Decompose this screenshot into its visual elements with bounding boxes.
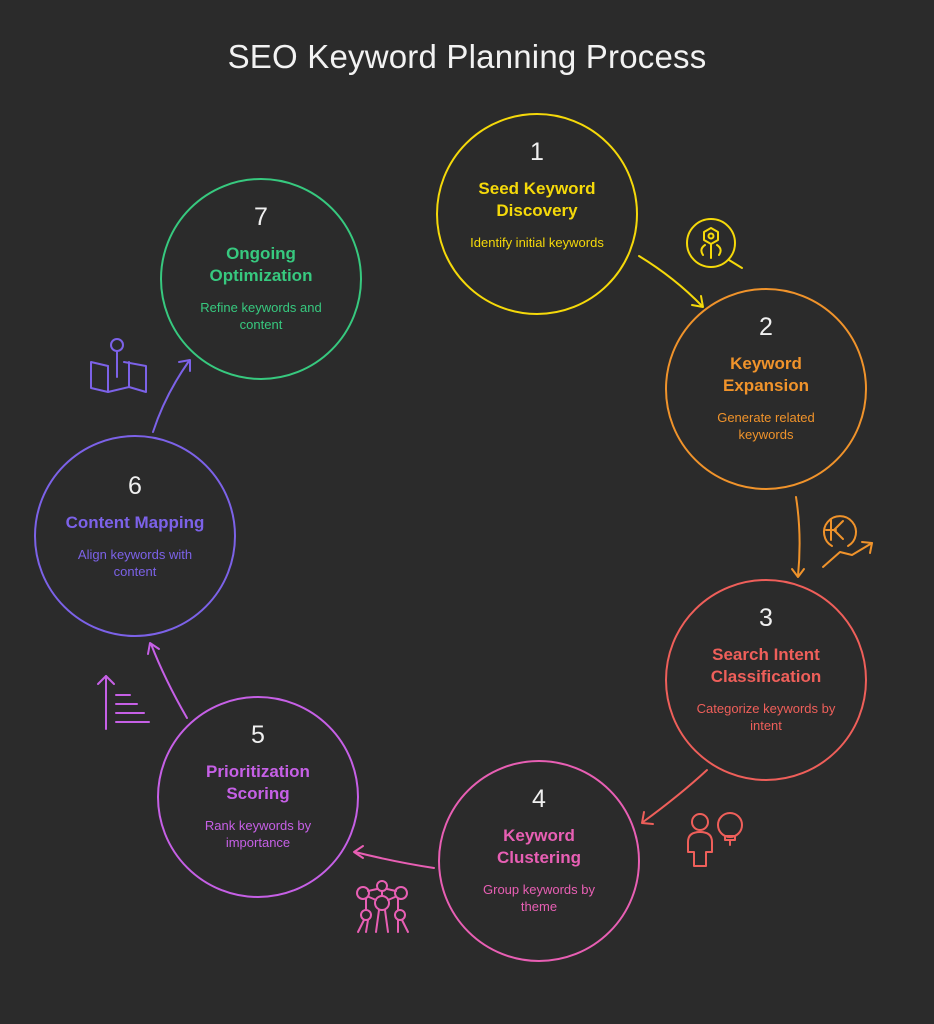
step-5-description: Rank keywords by importance [204, 818, 312, 850]
arrow-1-to-2 [638, 255, 704, 308]
step-7-node: 7 Ongoing Optimization Refine keywords a… [161, 179, 361, 379]
step-5-heading: Prioritization Scoring [206, 762, 310, 803]
coin-growth-icon [822, 515, 873, 568]
step-3-node: 3 Search Intent Classification Categoriz… [666, 580, 866, 780]
step-2-description: Generate related keywords [717, 410, 815, 442]
step-3-number: 3 [759, 604, 773, 632]
step-1-node: 1 Seed Keyword Discovery Identify initia… [437, 114, 637, 314]
step-7-heading: Ongoing Optimization [209, 244, 313, 285]
step-3-description: Categorize keywords by intent [696, 701, 836, 733]
step-6-circle [34, 435, 236, 637]
arrow-2-to-3 [791, 496, 805, 578]
arrow-6-to-7 [152, 359, 191, 433]
step-4-circle [438, 760, 640, 962]
step-5-circle [157, 696, 359, 898]
person-idea-icon [687, 812, 743, 867]
step-7-circle [160, 178, 362, 380]
step-4-heading: Keyword Clustering [496, 826, 582, 867]
step-6-number: 6 [128, 472, 142, 500]
diagram-title: SEO Keyword Planning Process [227, 38, 707, 75]
step-4-number: 4 [532, 785, 546, 813]
step-5-node: 5 Prioritization Scoring Rank keywords b… [158, 697, 358, 897]
step-7-number: 7 [254, 203, 268, 231]
step-2-heading: Keyword Expansion [723, 354, 809, 395]
arrow-5-to-6 [147, 642, 188, 719]
step-1-description: Identify initial keywords [470, 235, 604, 250]
step-3-circle [665, 579, 867, 781]
step-6-description: Align keywords with content [77, 547, 193, 579]
map-pin-icon [90, 338, 147, 393]
step-4-description: Group keywords by theme [483, 882, 595, 914]
step-5-number: 5 [251, 721, 265, 749]
sort-ascending-icon [97, 675, 150, 730]
step-1-number: 1 [530, 138, 544, 166]
step-6-node: 6 Content Mapping Align keywords with co… [35, 448, 235, 648]
step-2-number: 2 [759, 313, 773, 341]
step-6-heading: Content Mapping [65, 513, 205, 532]
step-3-heading: Search Intent Classification [710, 645, 822, 686]
arrow-4-to-5 [353, 845, 435, 869]
step-2-circle [665, 288, 867, 490]
cluster-network-icon [356, 880, 409, 933]
arrow-3-to-4 [641, 769, 708, 825]
search-robot-icon [686, 218, 743, 269]
step-7-description: Refine keywords and content [200, 300, 322, 332]
step-1-heading: Seed Keyword Discovery [478, 179, 596, 220]
step-2-node: 2 Keyword Expansion Generate related key… [666, 289, 866, 489]
step-1-circle [436, 113, 638, 315]
step-4-node: 4 Keyword Clustering Group keywords by t… [439, 761, 639, 961]
